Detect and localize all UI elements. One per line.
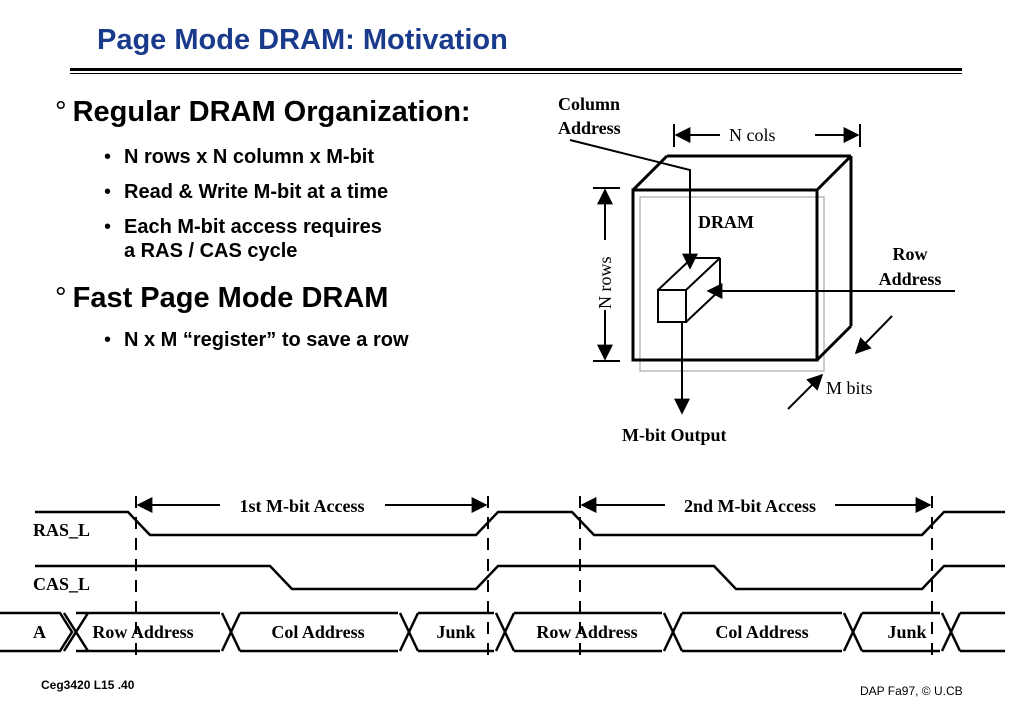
column-address-label-2: Address [558,118,621,138]
bus-crossover [62,612,90,652]
sub-bullet-text: N rows x N column x M-bit [124,146,375,168]
register-edge [685,289,721,323]
signal-ras-l: RAS_L [33,520,90,540]
timing-diagram [0,496,1005,658]
bus-value-col-address-1: Col Address [271,622,364,642]
column-address-label-1: Column [558,94,620,114]
sub-bullet-text: N x M “register” to save a row [124,329,409,351]
row-address-label-2: Address [879,269,942,289]
access-1-label: 1st M-bit Access [240,496,365,516]
sub-bullet-mark: • [104,329,112,351]
bus-crossover [220,612,242,652]
sub-bullet-ras-cas-cont: a RAS / CAS cycle [124,239,297,263]
sub-bullet-mark: • [104,216,112,238]
dram-cube-shadow [639,196,825,372]
bus-crossover [494,612,516,652]
m-bits-dimension [787,315,893,410]
n-rows-dimension [593,187,620,362]
dram-cube-edge [815,324,853,362]
bullet-fast-heading: Fast Page Mode DRAM [72,282,389,314]
bullet-fast-page-mode: °Fast Page Mode DRAM [55,282,388,315]
register-edge [685,257,721,291]
sub-bullet-organization: • N rows x N column x M-bit [104,145,375,169]
output-label: M-bit Output [622,425,727,445]
bus-crossover [398,612,420,652]
dram-label: DRAM [698,212,754,232]
footer-copyright: DAP Fa97, © U.CB [860,684,963,698]
bullet-regular-dram: °Regular DRAM Organization: [55,96,471,129]
row-address-label-1: Row [893,244,928,264]
m-bits-label: M bits [826,378,873,398]
column-address-line [569,139,698,270]
ras-l-waveform [35,510,1005,537]
address-bus [0,611,1005,653]
column-address-arrow [569,139,698,270]
dram-cube-edge [631,154,669,192]
signal-a: A [33,622,46,642]
sub-bullet-register: • N x M “register” to save a row [104,328,409,352]
dimension-arrow [854,315,893,355]
page-title: Page Mode DRAM: Motivation [97,24,508,56]
bus-segment [0,611,74,653]
bullet-mark: ° [55,96,67,128]
sub-bullet-text: a RAS / CAS cycle [124,240,298,262]
bus-crossover [662,612,684,652]
bullet-regular-heading: Regular DRAM Organization: [72,96,471,128]
footer-course-id: Ceg3420 L15 .40 [41,678,135,692]
sub-bullet-mark: • [104,181,112,203]
bus-value-row-address-2: Row Address [536,622,637,642]
bus-value-junk-2: Junk [887,622,926,642]
access-2-label: 2nd M-bit Access [684,496,816,516]
cas-l-waveform [35,564,1005,591]
sub-bullet-mark: • [104,146,112,168]
access-boundaries [135,496,933,658]
bullet-mark: ° [55,282,67,314]
register-front [657,289,687,323]
bus-value-col-address-2: Col Address [715,622,808,642]
register-edge [657,257,693,291]
sub-bullet-ras-cas: • Each M-bit access requires [104,215,382,239]
dram-cube-edge [815,154,853,192]
dimension-arrow [787,373,824,410]
n-cols-label: N cols [729,125,776,145]
bus-value-junk-1: Junk [436,622,475,642]
bus-crossover [940,612,962,652]
title-rule-thin [70,73,962,74]
dram-cube-front [631,188,819,362]
n-rows-label: N rows [595,257,615,310]
bus-value-row-address-1: Row Address [92,622,193,642]
dram-cube [631,154,853,372]
bus-crossover [842,612,864,652]
sub-bullet-read-write: • Read & Write M-bit at a time [104,180,389,204]
n-cols-dimension [673,124,861,147]
sub-bullet-text: Read & Write M-bit at a time [124,181,389,203]
title-rule [70,68,962,71]
sub-bullet-text: Each M-bit access requires [124,216,382,238]
signal-cas-l: CAS_L [33,574,90,594]
